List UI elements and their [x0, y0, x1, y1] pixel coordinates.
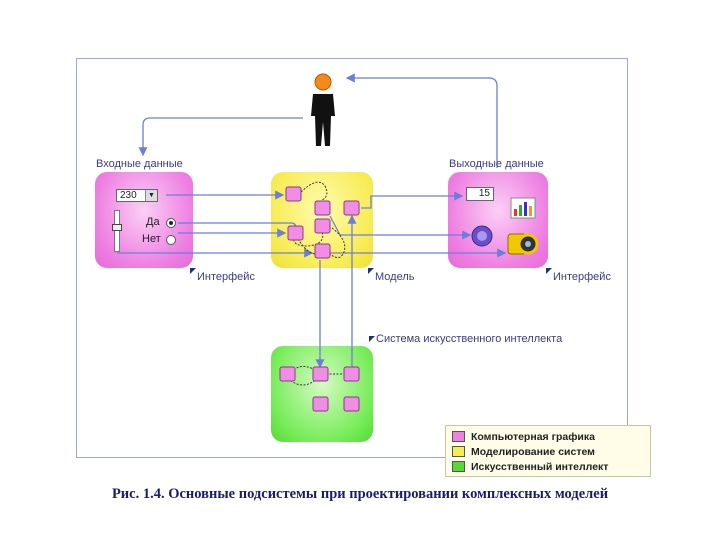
interface-left-label: Интерфейс: [197, 271, 255, 283]
speaker-icon: [471, 225, 493, 247]
legend-item: Искусственный интеллект: [452, 459, 644, 474]
legend-label: Искусственный интеллект: [471, 460, 609, 473]
legend-swatch-ai: [452, 461, 465, 472]
model-node-6: [314, 243, 331, 259]
input-data-label: Входные данные: [96, 158, 183, 170]
radio-yes-label: Да: [146, 216, 160, 228]
chevron-down-icon[interactable]: ▼: [145, 190, 157, 201]
output-number-field: 15: [466, 187, 494, 201]
arrow-radio-to-model: [178, 222, 297, 232]
model-node-4: [287, 225, 304, 241]
combo-value: 230: [120, 190, 137, 201]
legend-item: Компьютерная графика: [452, 429, 644, 444]
bar-chart-icon: [510, 197, 536, 219]
legend: Компьютерная графика Моделирование систе…: [445, 425, 651, 477]
input-interface-panel: [95, 172, 193, 268]
radio-yes[interactable]: [166, 218, 176, 228]
ai-node-1: [279, 366, 296, 382]
ai-node-4: [312, 396, 329, 412]
device-icon: [507, 233, 539, 255]
radio-no[interactable]: [166, 235, 176, 245]
legend-swatch-graphics: [452, 431, 465, 442]
vertical-slider[interactable]: [114, 210, 120, 252]
model-node-2: [314, 200, 331, 216]
model-node-5: [314, 218, 331, 234]
arrow-model-to-number: [361, 191, 464, 209]
figure-caption: Рис. 1.4. Основные подсистемы при проект…: [111, 486, 609, 502]
slider-thumb[interactable]: [112, 224, 122, 231]
model-node-3: [343, 200, 360, 216]
legend-label: Моделирование систем: [471, 445, 595, 458]
output-data-label: Выходные данные: [449, 158, 544, 170]
person-icon: [311, 73, 335, 146]
ai-system-label: Система искусственного интеллекта: [376, 333, 563, 345]
arrow-model-to-speaker: [329, 215, 472, 240]
arrow-person-to-input: [138, 117, 303, 157]
model-node-1: [285, 186, 302, 202]
legend-item: Моделирование систем: [452, 444, 644, 459]
model-label: Модель: [375, 271, 415, 283]
legend-swatch-modeling: [452, 446, 465, 457]
interface-right-label: Интерфейс: [553, 271, 611, 283]
diagram-frame: [76, 58, 628, 458]
legend-label: Компьютерная графика: [471, 430, 595, 443]
radio-no-label: Нет: [142, 233, 161, 245]
arrow-output-to-person: [345, 73, 498, 168]
ai-node-5: [343, 396, 360, 412]
ai-node-2: [312, 366, 329, 382]
value-combobox[interactable]: 230 ▼: [116, 189, 158, 202]
ai-node-3: [343, 366, 360, 382]
